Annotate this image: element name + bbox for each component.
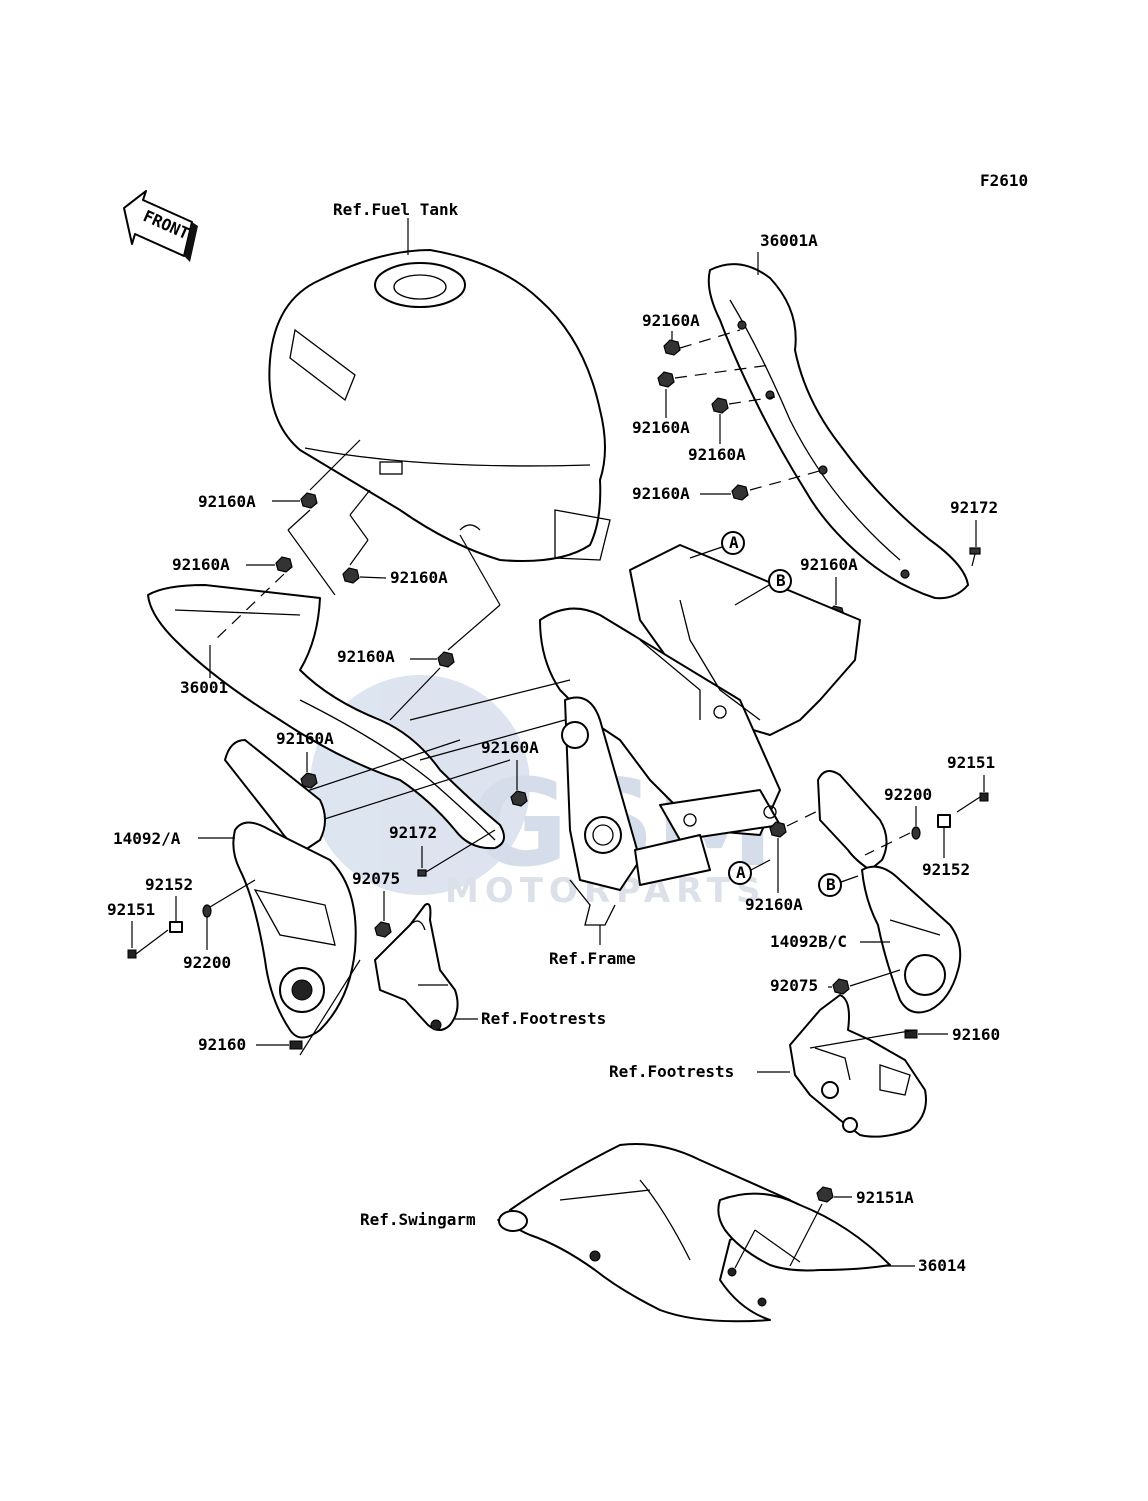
label-92152-right: 92152 [922,860,970,879]
label-92160A-1: 92160A [642,311,700,330]
label-92200-right: 92200 [884,785,932,804]
label-ref-footrests-left: Ref.Footrests [481,1009,606,1028]
ref-marker-b-top: B [734,569,792,606]
clip-92160-left [289,1040,303,1050]
nut-92160A-r2 [657,371,675,388]
nut-92160A-r3 [711,397,729,414]
washer-92200-left [202,904,212,918]
label-36001A: 36001A [760,231,818,250]
nut-92160A-l6 [510,790,528,807]
ref-marker-a-top: A [689,531,745,559]
label-92160A-3: 92160A [688,445,746,464]
label-ref-frame: Ref.Frame [549,949,636,968]
clip-92160-right [904,1029,918,1039]
label-14092A: 14092/A [113,829,181,848]
bolt-92151-left [127,929,169,959]
label-36001: 36001 [180,678,228,697]
shroud-36001A [707,263,969,600]
nut-92160A-r6 [769,821,787,838]
label-92160A-7: 92160A [172,555,230,574]
label-92160A-9: 92160A [337,647,395,666]
screw-92172-mid [417,846,427,877]
fuel-tank-ref-label: Ref.Fuel Tank [333,200,459,219]
frame-cover-14092BC [817,770,962,1014]
svg-text:A: A [736,863,746,882]
label-92075-right: 92075 [770,976,818,995]
label-92151A: 92151A [856,1188,914,1207]
washer-92200-right [911,826,921,840]
collar-92152-left [169,921,183,933]
figure-code: F2610 [980,171,1028,190]
bolt-92151A [816,1186,834,1203]
label-92152-left: 92152 [145,875,193,894]
swingarm [498,1143,791,1323]
grommet-92075-right [832,978,850,995]
label-ref-footrests-right: Ref.Footrests [609,1062,734,1081]
frame-cover-14092A [224,739,361,1056]
label-92160-right: 92160 [952,1025,1000,1044]
label-92160A-10: 92160A [276,729,334,748]
screw-92172-right [969,547,981,567]
frame [539,544,861,926]
ref-marker-b-bottom: B [818,873,859,897]
nut-92160A-l2 [275,556,293,573]
svg-text:A: A [729,533,739,552]
ref-marker-a-bottom: A [728,859,771,885]
label-92160A-11: 92160A [481,738,539,757]
nut-92160A-r4 [731,484,749,501]
footrest-bracket-left [374,903,459,1031]
label-92200-left: 92200 [183,953,231,972]
svg-text:B: B [826,875,836,894]
label-92160A-12: 92160A [745,895,803,914]
collar-92152-right [937,814,951,828]
label-92172-mid: 92172 [389,823,437,842]
label-92160A-5: 92160A [800,555,858,574]
front-direction-arrow: FRONT [123,190,198,262]
nut-92160A-r1 [663,339,681,356]
label-36014: 36014 [918,1256,966,1275]
svg-text:B: B [776,571,786,590]
nut-92160A-l3 [342,567,360,584]
label-92172-right: 92172 [950,498,998,517]
label-92160A-4: 92160A [632,484,690,503]
label-92151-right: 92151 [947,753,995,772]
label-ref-swingarm: Ref.Swingarm [360,1210,476,1229]
label-92160A-6: 92160A [198,492,256,511]
label-92160A-8: 92160A [390,568,448,587]
label-92075-mid: 92075 [352,869,400,888]
chain-guard-36014 [717,1192,891,1307]
label-92160A-2: 92160A [632,418,690,437]
nut-92160A-l4 [437,651,455,668]
label-92151-left: 92151 [107,900,155,919]
label-14092BC: 14092B/C [770,932,847,951]
grommet-92075-mid [374,921,392,938]
nut-92160A-l1 [300,492,318,509]
footrest-bracket-right [789,994,927,1138]
bolt-92151-right [956,792,989,813]
shroud-36001 [147,584,505,850]
fuel-tank [268,218,611,562]
label-92160-left: 92160 [198,1035,246,1054]
